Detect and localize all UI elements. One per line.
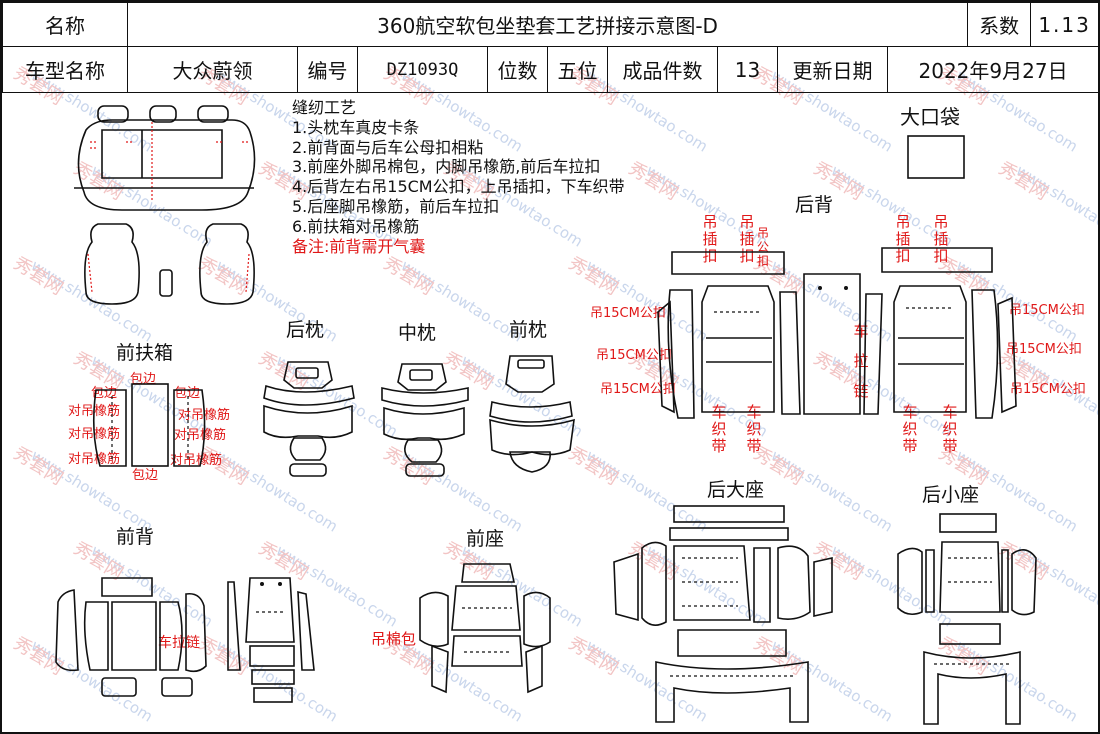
label-rear-small-seat: 后小座 <box>922 484 980 506</box>
diagram-title: 360航空软包坐垫套工艺拼接示意图-D <box>126 2 969 47</box>
anno-hang-insert: 吊插扣 <box>895 213 911 265</box>
date-value: 2022年9月27日 <box>886 46 1098 93</box>
front-seat-pieces <box>419 563 551 694</box>
rear-big-seat-pieces <box>613 505 833 723</box>
process-notes: 缝纫工艺 1.头枕车真皮卡条 2.前背面与后车公母扣相粘 3.前座外脚吊棉包，内… <box>292 98 625 256</box>
label-rear-back: 后背 <box>795 194 834 216</box>
process-title: 缝纫工艺 <box>292 98 357 117</box>
process-step: 6.前扶箱对吊橡筋 <box>292 216 420 236</box>
anno-pair-elastic: 对吊橡筋 <box>170 453 223 468</box>
process-step: 2.前背面与后车公母扣相粘 <box>292 137 484 157</box>
label-front-back: 前背 <box>116 526 155 548</box>
process-step: 4.后背左右吊15CM公扣，上吊插扣，下车织带 <box>292 177 625 197</box>
date-label: 更新日期 <box>777 46 888 93</box>
coef-label: 系数 <box>967 2 1032 47</box>
anno-hang-male: 吊公扣 <box>756 226 769 268</box>
label-rear-big-seat: 后大座 <box>707 479 765 501</box>
front-back-pieces <box>55 577 315 703</box>
seats-label: 位数 <box>487 46 548 93</box>
front-armrest-pieces <box>92 383 206 467</box>
anno-front-zipper: 车拉链 <box>158 635 200 651</box>
seats-value: 五位 <box>547 46 608 93</box>
pieces-label: 成品件数 <box>607 46 718 93</box>
seat-overview <box>74 105 256 305</box>
label-rear-headrest: 后枕 <box>286 319 325 341</box>
header-table: 名称 360航空软包坐垫套工艺拼接示意图-D 系数 1.13 车型名称 大众蔚领… <box>2 2 1098 93</box>
label-big-pocket: 大口袋 <box>900 105 960 129</box>
anno-hang-15cm: 吊15CM公扣 <box>1009 303 1085 318</box>
front-headrest-pieces <box>489 355 575 473</box>
anno-hang-insert: 吊插扣 <box>933 213 949 265</box>
process-step: 1.头枕车真皮卡条 <box>292 117 420 137</box>
anno-sew-webbing: 车织带 <box>902 403 918 455</box>
code-label: 编号 <box>297 46 358 93</box>
rear-headrest-pieces <box>263 361 355 477</box>
code-value: DZ1093Q <box>357 46 488 93</box>
process-step: 5.后座脚吊橡筋，前后车拉扣 <box>292 196 500 216</box>
rear-back-pieces <box>657 247 1017 419</box>
anno-pair-elastic: 对吊橡筋 <box>174 428 227 443</box>
pieces-value: 13 <box>717 46 778 93</box>
label-front-seat: 前座 <box>466 528 505 550</box>
anno-hang-15cm: 吊15CM公扣 <box>590 306 666 321</box>
anno-edge-wrap: 包边 <box>132 468 159 483</box>
label-middle-headrest: 中枕 <box>398 322 437 344</box>
model-label: 车型名称 <box>2 46 128 93</box>
model-value: 大众蔚领 <box>127 46 298 93</box>
anno-hang-15cm: 吊15CM公扣 <box>596 348 672 363</box>
anno-cotton-pack: 吊棉包 <box>371 630 417 648</box>
rear-small-seat-pieces <box>897 513 1037 725</box>
anno-pair-elastic: 对吊橡筋 <box>68 452 121 467</box>
middle-headrest-pieces <box>381 363 469 477</box>
label-front-armrest: 前扶箱 <box>116 342 174 364</box>
process-step: 3.前座外脚吊棉包，内脚吊橡筋,前后车拉扣 <box>292 157 601 177</box>
label-front-headrest: 前枕 <box>509 319 548 341</box>
big-pocket-piece <box>907 135 965 179</box>
anno-hang-15cm: 吊15CM公扣 <box>1010 382 1086 397</box>
process-note: 备注:前背需开气囊 <box>292 236 426 256</box>
anno-hang-15cm: 吊15CM公扣 <box>1006 342 1082 357</box>
anno-sew-webbing: 车织带 <box>942 403 958 455</box>
name-label: 名称 <box>2 2 128 47</box>
anno-hang-15cm: 吊15CM公扣 <box>600 382 676 397</box>
